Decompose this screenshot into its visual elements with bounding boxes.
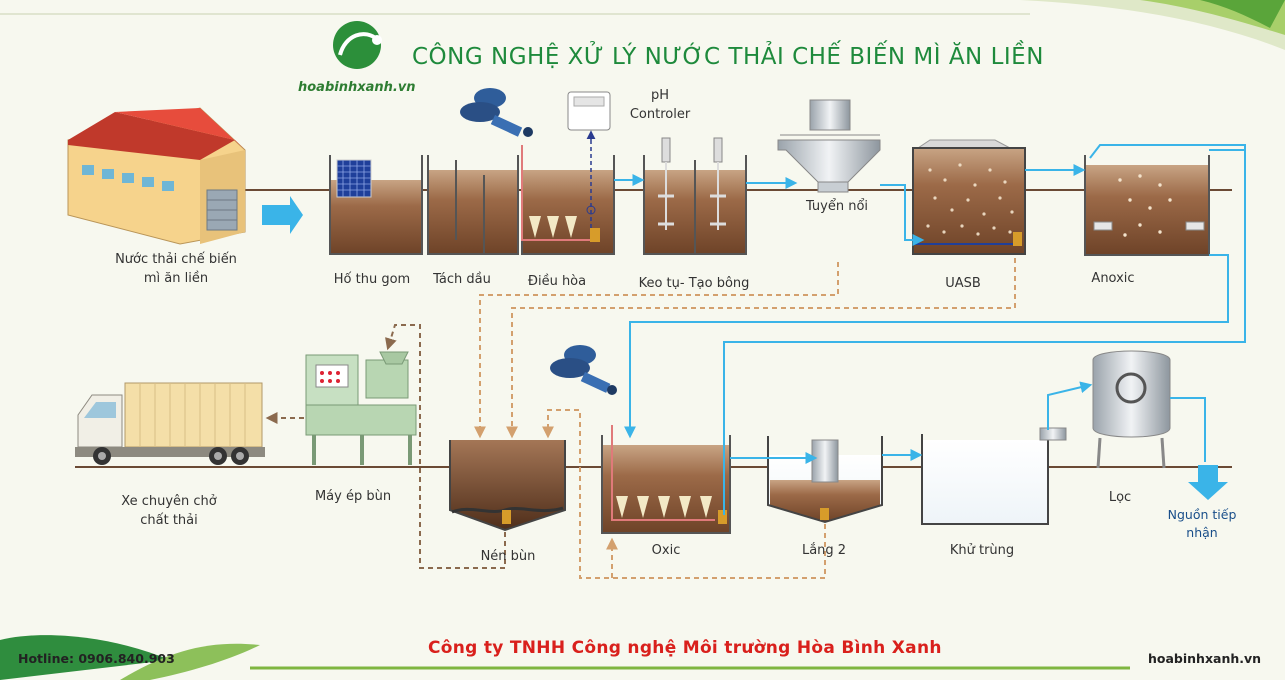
collection-tank [329,155,423,255]
ph-controller-label: pH Controler [629,88,691,122]
sludge-return-lines [474,258,1016,579]
discharge-arrow [1188,465,1228,500]
air-blower-icon [550,345,617,395]
coagulation-label: Keo tụ- Tạo bông [638,276,750,291]
anoxic-tank [1084,155,1210,256]
air-blower-icon [460,88,533,137]
flotation-label: Tuyển nổi [805,199,869,214]
sludge-to-press-line [265,324,506,569]
truck [75,382,265,465]
disinfection-tank [921,434,1049,525]
leaf-decoration-top-right [1020,0,1285,50]
leaf-decoration-bottom-left [0,635,260,680]
receiver-label: Nguồn tiếp nhận [1167,507,1237,540]
collection-label: Hố thu gom [333,272,411,287]
sludge-press [305,351,417,465]
inflow-arrow [262,196,303,234]
factory [67,107,246,245]
equalization-tank [521,145,615,255]
sludge-press-label: Máy ép bùn [314,489,392,504]
website: hoabinhxanh.vn [1148,651,1262,666]
secondary-clarifier [767,436,883,524]
uasb-reactor [912,139,1026,255]
uasb-label: UASB [945,276,981,291]
brand-name: hoabinhxanh.vn [298,80,416,95]
oxic-label: Oxic [651,543,681,558]
truck-label: Xe chuyên chở chất thải [121,494,217,528]
coagulation-tank [643,137,747,255]
logo [333,21,382,69]
anoxic-label: Anoxic [1091,271,1135,286]
company-name: Công ty TNHH Công nghệ Môi trường Hòa Bì… [428,638,942,658]
filter-label: Lọc [1108,490,1132,505]
hotline: Hotline: 0906.840.903 [18,651,175,666]
oil-separator-tank [427,155,519,255]
settling-label: Lắng 2 [801,543,847,558]
page-title: CÔNG NGHỆ XỬ LÝ NƯỚC THẢI CHẾ BIẾN MÌ ĂN… [412,44,1044,70]
disinfection-label: Khử trùng [949,543,1015,558]
thickener-label: Nén bùn [480,549,536,564]
equalization-label: Điều hòa [527,274,587,289]
source-label: Nước thải chế biến mì ăn liền [115,252,237,286]
flotation-unit [777,99,881,193]
sludge-thickener [449,440,566,532]
pressure-filter [1039,350,1171,469]
water-flow-lines [614,144,1246,515]
oxic-tank [601,425,731,534]
ph-controller-icon [567,91,611,230]
oil-separator-label: Tách dầu [433,272,491,287]
